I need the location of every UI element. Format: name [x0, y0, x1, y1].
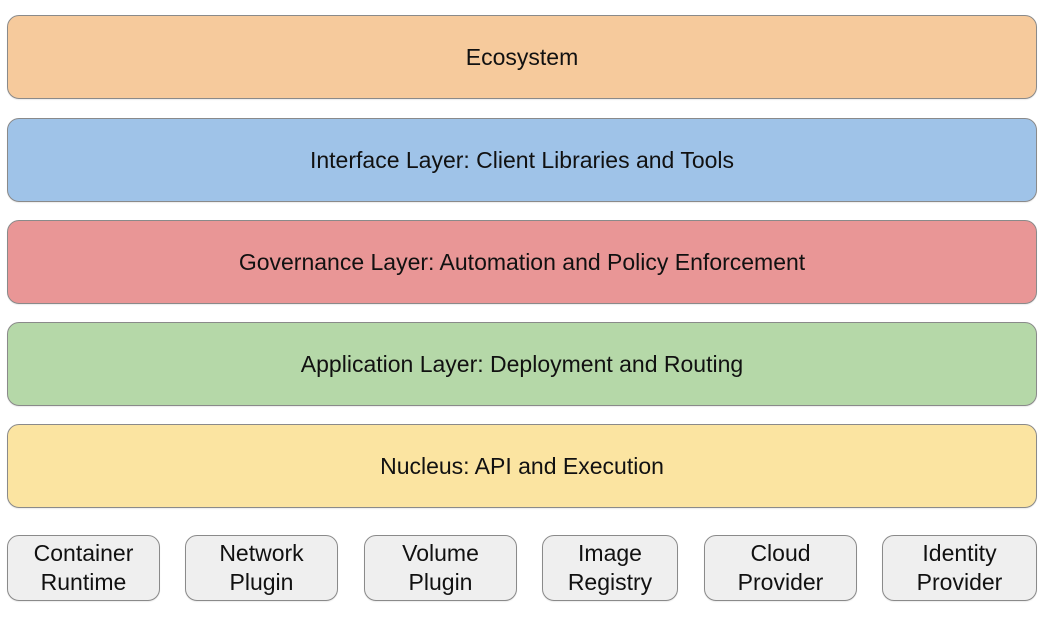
plugin-label-line2: Registry — [567, 569, 653, 595]
application-layer: Application Layer: Deployment and Routin… — [7, 322, 1037, 406]
plugin-label-line1: Container — [33, 540, 134, 566]
plugin-label-line2: Plugin — [408, 569, 473, 595]
ecosystem-layer-label: Ecosystem — [465, 43, 579, 70]
plugin-label-line2: Plugin — [229, 569, 294, 595]
plugin-label-line1: Network — [219, 540, 304, 566]
plugin-label-line1: Image — [578, 540, 642, 566]
nucleus-layer: Nucleus: API and Execution — [7, 424, 1037, 508]
ecosystem-layer: Ecosystem — [7, 15, 1037, 99]
nucleus-layer-label: Nucleus: API and Execution — [380, 452, 664, 479]
plugin-label-line1: Cloud — [750, 540, 811, 566]
plugin-image-registry: Image Registry — [542, 535, 678, 601]
plugin-label-line2: Provider — [737, 569, 824, 595]
plugin-network-plugin: Network Plugin — [185, 535, 338, 601]
governance-layer: Governance Layer: Automation and Policy … — [7, 220, 1037, 304]
plugin-label-line2: Runtime — [40, 569, 127, 595]
interface-layer: Interface Layer: Client Libraries and To… — [7, 118, 1037, 202]
plugin-identity-provider: Identity Provider — [882, 535, 1037, 601]
plugin-label-line1: Volume — [402, 540, 479, 566]
plugin-label-line2: Provider — [916, 569, 1003, 595]
interface-layer-label: Interface Layer: Client Libraries and To… — [309, 146, 735, 173]
plugin-cloud-provider: Cloud Provider — [704, 535, 857, 601]
application-layer-label: Application Layer: Deployment and Routin… — [300, 350, 744, 377]
plugin-volume-plugin: Volume Plugin — [364, 535, 517, 601]
plugin-container-runtime: Container Runtime — [7, 535, 160, 601]
governance-layer-label: Governance Layer: Automation and Policy … — [238, 248, 806, 275]
plugin-label-line1: Identity — [922, 540, 997, 566]
